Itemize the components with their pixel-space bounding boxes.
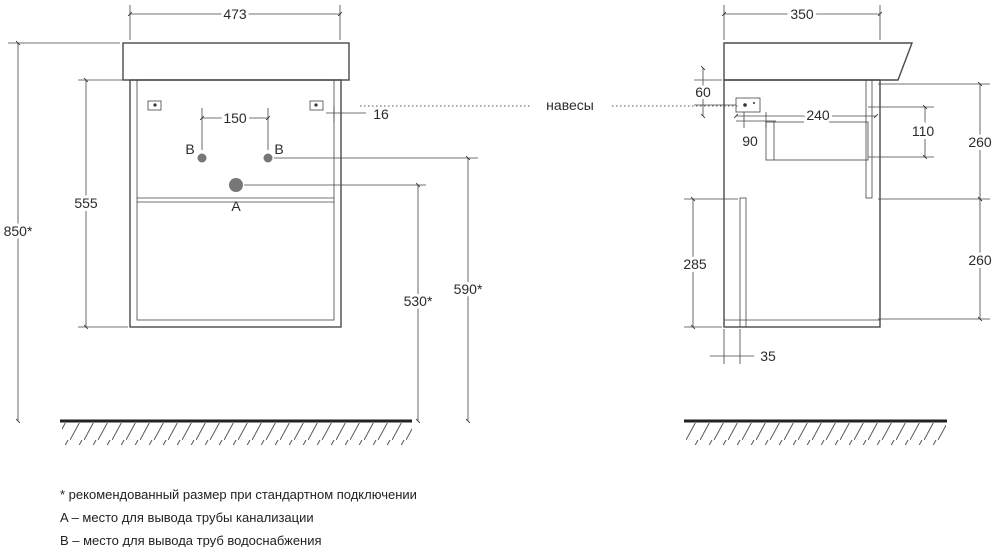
label-a: A [231, 198, 241, 214]
note-recommended: * рекомендованный размер при стандартном… [60, 487, 417, 502]
side-hinge [735, 97, 761, 113]
dim-width-front: 473 [223, 6, 247, 22]
dim-opening-height: 110 [912, 123, 935, 139]
dim-hinge-top: 60 [695, 84, 711, 100]
front-hinge-left [147, 100, 162, 111]
dim-panel-thickness: 35 [760, 348, 776, 364]
front-view [60, 42, 412, 445]
water-inlet-b-left [197, 153, 207, 163]
label-b-right: B [274, 141, 283, 157]
side-rear-opening [765, 121, 869, 161]
dim-cabinet-height: 555 [74, 195, 98, 211]
side-floor-hatch [686, 423, 946, 445]
dim-upper-section: 260 [968, 134, 992, 150]
label-b-left: B [185, 141, 194, 157]
front-basin [122, 42, 350, 81]
dim-total-height: 850* [4, 223, 33, 239]
water-inlet-b-right [263, 153, 273, 163]
hinges-label: навесы [546, 97, 594, 113]
side-view [684, 42, 947, 445]
dim-lower-height: 285 [683, 256, 707, 272]
front-dimensions: 473 850* 555 150 B B A 16 530* 590* [1, 3, 738, 424]
dim-depth: 350 [790, 6, 814, 22]
side-cabinet [723, 79, 881, 328]
dim-hinge-offset: 16 [373, 106, 389, 122]
note-a: A – место для вывода трубы канализации [60, 510, 314, 525]
dim-drain-height: 530* [404, 293, 433, 309]
drain-outlet-a [229, 178, 243, 192]
front-cabinet-inner [136, 79, 335, 321]
dim-hinge-zone: 240 [806, 107, 830, 123]
side-basin [723, 42, 914, 81]
front-hinge-right [309, 100, 324, 111]
side-dimensions: 350 60 240 90 110 260 260 285 [680, 3, 994, 364]
dim-inlet-height: 590* [454, 281, 483, 297]
note-b: B – место для вывода труб водоснабжения [60, 533, 322, 547]
dim-inlet-spacing: 150 [223, 110, 247, 126]
legend-notes: * рекомендованный размер при стандартном… [60, 487, 417, 547]
front-floor-hatch [62, 423, 412, 445]
dim-lower-section: 260 [968, 252, 992, 268]
dim-opening-depth: 90 [742, 133, 758, 149]
